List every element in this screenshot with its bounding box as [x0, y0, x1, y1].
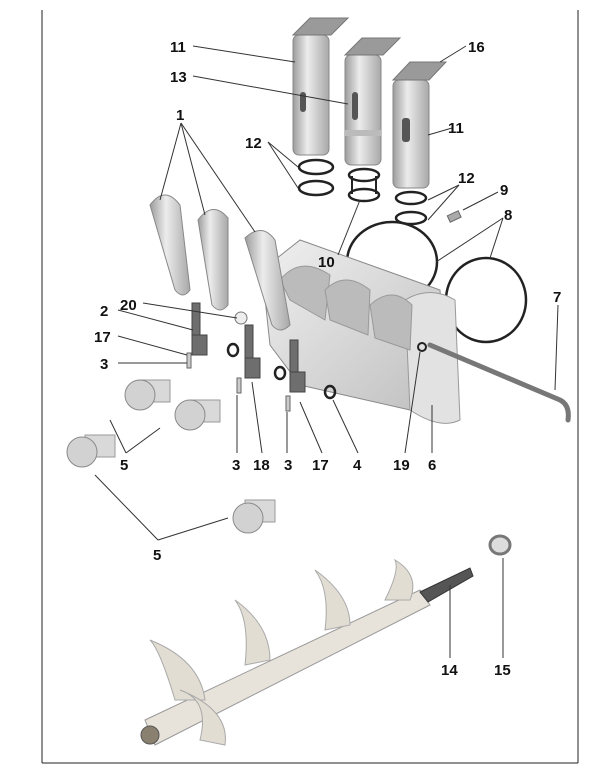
draw-valves	[291, 17, 448, 189]
plugs	[66, 379, 276, 534]
draw-valve-left	[291, 17, 350, 156]
callout-3-b: 3	[232, 457, 240, 474]
callout-18: 18	[253, 457, 270, 474]
handles	[149, 194, 291, 331]
draw-valve-middle	[343, 37, 402, 166]
callout-16: 16	[468, 39, 485, 56]
callout-12-right: 12	[458, 170, 475, 187]
callout-5-b: 5	[153, 547, 161, 564]
callout-15: 15	[494, 662, 511, 679]
callout-10: 10	[318, 254, 335, 271]
frame	[41, 10, 579, 764]
callout-7: 7	[553, 289, 561, 306]
callout-8: 8	[504, 207, 512, 224]
callouts: 11 16 13 1 12 11 12 9 8 10 7 20 2 17 3 5…	[94, 39, 561, 679]
callout-13: 13	[170, 69, 187, 86]
fitting-9	[446, 210, 462, 223]
draw-valve-right	[391, 61, 448, 189]
callout-1: 1	[176, 107, 184, 124]
freezer-door	[261, 239, 461, 424]
callout-14: 14	[441, 662, 458, 679]
callout-6: 6	[428, 457, 436, 474]
draw-handle-assemblies	[186, 302, 337, 412]
callout-5: 5	[120, 457, 128, 474]
callout-2: 2	[100, 303, 108, 320]
auger	[140, 534, 512, 746]
rod-7	[427, 342, 571, 423]
callout-19: 19	[393, 457, 410, 474]
callout-12: 12	[245, 135, 262, 152]
callout-17-b: 17	[312, 457, 329, 474]
callout-9: 9	[500, 182, 508, 199]
leader-lines	[94, 45, 559, 658]
callout-17: 17	[94, 329, 111, 346]
callout-3-c: 3	[284, 457, 292, 474]
callout-20: 20	[120, 297, 137, 314]
callout-11-right: 11	[448, 120, 464, 137]
callout-3: 3	[100, 356, 108, 373]
callout-4: 4	[353, 457, 362, 474]
o-rings	[297, 158, 528, 344]
callout-11: 11	[170, 39, 186, 56]
